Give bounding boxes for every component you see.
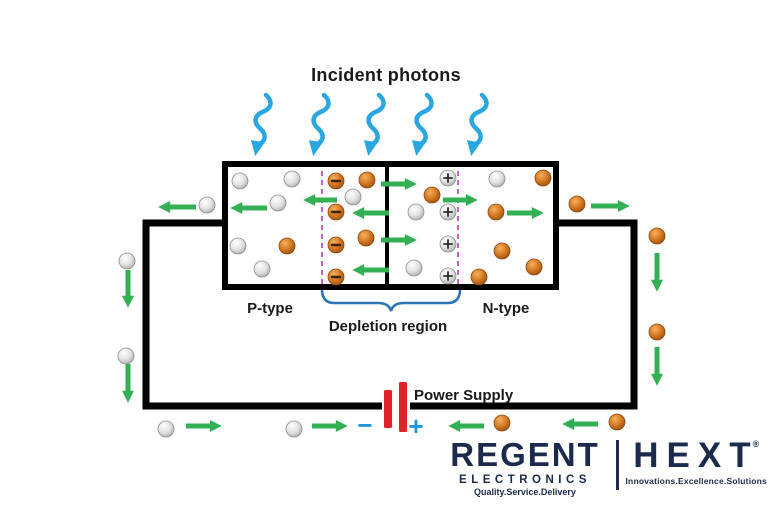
hole-sphere: [357, 229, 375, 247]
electron-sphere: [229, 237, 247, 255]
carrier-flow-arrows: [122, 178, 663, 432]
photon-arrow-icon: [361, 94, 386, 157]
hole-sphere: [487, 203, 505, 221]
positive-ion-sphere: [439, 203, 457, 221]
hole-sphere: [493, 242, 511, 260]
hole-sphere: [534, 169, 552, 187]
electron-sphere: [157, 420, 175, 438]
photon-arrow-icon: [464, 94, 489, 157]
hole-sphere: [423, 186, 441, 204]
wire-right-loop: [410, 219, 638, 410]
wire-left-loop: [142, 219, 382, 410]
positive-ion-sphere: [439, 267, 457, 285]
charge-carriers: [117, 169, 666, 438]
hext-logo: HEXT® Innovations.Excellence.Solutions: [626, 438, 768, 486]
electron-sphere: [231, 172, 249, 190]
hole-sphere: [648, 323, 666, 341]
logo-divider: [616, 440, 619, 490]
hext-logo-text: HEXT®: [633, 436, 760, 475]
positive-ion-sphere: [439, 235, 457, 253]
negative-ion-sphere: [327, 172, 345, 190]
regent-logo-text: REGENT: [450, 436, 600, 473]
hole-sphere: [525, 258, 543, 276]
hole-sphere: [493, 414, 511, 432]
n-type-label: N-type: [483, 300, 530, 317]
regent-electronics-logo: REGENT ELECTRONICS Quality.Service.Deliv…: [441, 436, 609, 497]
photon-arrow-icon: [409, 94, 434, 157]
hext-logo-tagline: Innovations.Excellence.Solutions: [625, 475, 767, 486]
regent-logo-subtext: ELECTRONICS: [459, 473, 591, 486]
electron-sphere: [117, 347, 135, 365]
electron-sphere: [198, 196, 216, 214]
electron-sphere: [488, 170, 506, 188]
photon-arrow-icon: [248, 94, 273, 157]
electron-sphere: [283, 170, 301, 188]
electron-sphere: [118, 252, 136, 270]
negative-ion-sphere: [327, 236, 345, 254]
electron-sphere: [407, 203, 425, 221]
hole-sphere: [278, 237, 296, 255]
hole-sphere: [608, 413, 626, 431]
registered-trademark-icon: ®: [752, 439, 760, 449]
electron-sphere: [269, 194, 287, 212]
battery-negative-plate: [384, 390, 392, 428]
hole-sphere: [358, 171, 376, 189]
positive-ion-sphere: [439, 169, 457, 187]
battery-symbol: [384, 382, 407, 432]
photon-arrow-icon: [306, 94, 331, 157]
power-supply-label: Power Supply: [414, 387, 514, 404]
depletion-region-label: Depletion region: [329, 318, 447, 335]
p-type-label: P-type: [247, 300, 293, 317]
negative-ion-sphere: [327, 268, 345, 286]
electron-sphere: [253, 260, 271, 278]
electron-sphere: [285, 420, 303, 438]
battery-positive-plate: [399, 382, 407, 432]
hole-sphere: [470, 268, 488, 286]
hole-sphere: [568, 195, 586, 213]
regent-logo-tagline: Quality.Service.Delivery: [474, 486, 576, 497]
diagram-title: Incident photons: [311, 65, 461, 85]
footer-logos: REGENT ELECTRONICS Quality.Service.Deliv…: [441, 436, 768, 497]
electron-sphere: [405, 259, 423, 277]
electron-sphere: [344, 188, 362, 206]
negative-terminal-sign: −: [357, 410, 372, 440]
positive-terminal-sign: +: [408, 411, 423, 441]
negative-ion-sphere: [327, 203, 345, 221]
depletion-brace: [320, 289, 462, 312]
hole-sphere: [648, 227, 666, 245]
incident-photon-arrows: [248, 94, 489, 157]
